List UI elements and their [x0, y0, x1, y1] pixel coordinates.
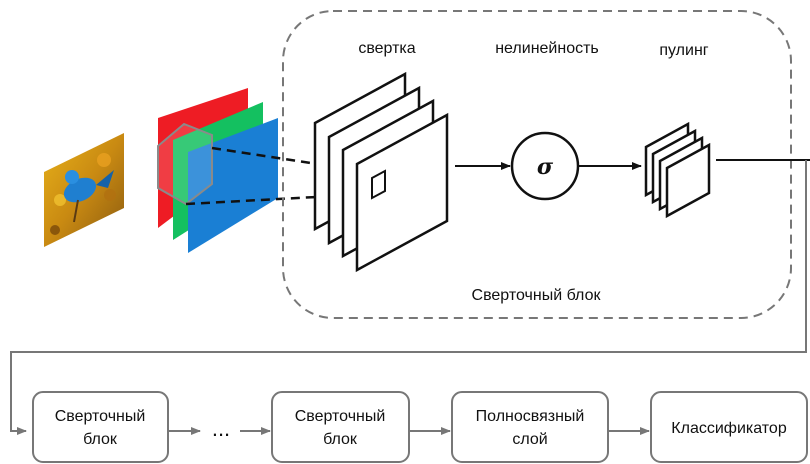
- pipeline-box-4-line1: Классификатор: [671, 420, 787, 437]
- label-nonlinearity: нелинейность: [495, 40, 599, 57]
- feature-maps: [313, 71, 449, 273]
- bird-head: [65, 170, 79, 184]
- pipeline-box-2: Сверточный блок: [271, 391, 410, 463]
- pipeline-box-4: Классификатор: [650, 391, 808, 463]
- sigma-node: [510, 131, 580, 201]
- pipeline-box-2-line1: Сверточный: [295, 408, 386, 425]
- kernel-square: [371, 169, 386, 200]
- input-image: [44, 133, 124, 247]
- conv-block-frame: [282, 10, 792, 319]
- pipeline-box-1: Сверточный блок: [32, 391, 169, 463]
- receptive-field: [157, 122, 213, 206]
- ellipsis: ...: [212, 416, 230, 441]
- label-pooling: пулинг: [659, 42, 708, 59]
- pipeline-box-3-line2: слой: [512, 431, 547, 448]
- blue-channel: [188, 118, 278, 253]
- label-conv-block: Сверточный блок: [472, 287, 602, 304]
- pooled-maps: [644, 121, 711, 219]
- rgb-channels: [157, 88, 278, 253]
- connector-loop: [10, 160, 807, 435]
- sigma-symbol: σ: [537, 154, 554, 180]
- pipeline-box-3: Полносвязный слой: [451, 391, 609, 463]
- projection-line-top: [211, 146, 371, 174]
- pipeline-box-1-line2: блок: [83, 431, 118, 448]
- pipeline-box-1-line1: Сверточный: [55, 408, 146, 425]
- label-convolution: свертка: [358, 40, 415, 57]
- pipeline-box-2-line2: блок: [323, 431, 358, 448]
- pipeline-box-3-line1: Полносвязный: [476, 408, 585, 425]
